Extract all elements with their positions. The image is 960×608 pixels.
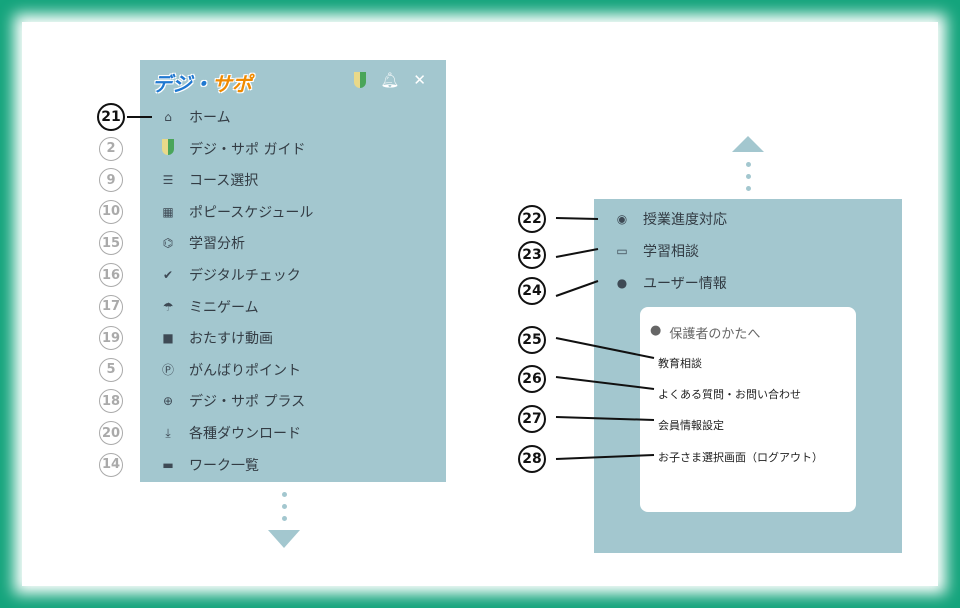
calendar-check-icon: ▦ [162, 204, 174, 219]
parent-card: ● 保護者のかたへ 教育相談よくある質問・お問い合わせ会員情報設定お子さま選択画面… [640, 307, 856, 512]
beginner-leaf-icon[interactable] [354, 72, 367, 88]
dot [746, 186, 751, 191]
annotation-number: 24 [518, 277, 546, 305]
list-icon: ☰ [162, 173, 174, 188]
menu-item-label: コース選択 [189, 173, 259, 190]
consult-icon: ▭ [616, 244, 628, 258]
menu-item-label: ミニゲーム [189, 299, 259, 316]
annotation-number: 21 [97, 103, 125, 131]
check-circle-icon: ✔ [162, 268, 174, 282]
annotation-line [555, 454, 655, 460]
annotation-number: 2 [99, 136, 123, 161]
annotation-line [555, 248, 599, 258]
dot [282, 516, 287, 521]
close-icon[interactable]: ✕ [413, 71, 426, 89]
menu-item-label: がんばりポイント [189, 362, 301, 379]
card-title: 保護者のかたへ [669, 327, 761, 342]
annotation-number: 9 [99, 168, 123, 193]
user-icon: ● [650, 323, 662, 338]
card-link[interactable]: 教育相談 [658, 357, 702, 370]
menu-item[interactable]: ⊕ デジ・サポ プラス [160, 391, 305, 411]
annotation-line [555, 376, 655, 390]
menu-item[interactable]: ▬ ワーク一覧 [160, 455, 259, 475]
annotation-number: 14 [99, 452, 123, 477]
progress-icon: ◉ [616, 212, 628, 226]
annotation-number: 22 [518, 205, 546, 233]
point-icon: Ⓟ [161, 363, 174, 378]
menu-item[interactable]: ⌂ ホーム [160, 107, 231, 127]
menu-item-label: おたすけ動画 [189, 331, 273, 348]
download-icon: ⤓ [165, 425, 171, 440]
annotation-line [555, 337, 655, 359]
annotation-line [555, 280, 599, 297]
annotation-number: 15 [99, 231, 123, 256]
arrow-up-icon [732, 136, 764, 152]
dot [282, 492, 287, 497]
beginner-leaf-icon [160, 139, 176, 158]
menu-item[interactable]: ✔ デジタルチェック [160, 265, 301, 285]
menu-item-label: 授業進度対応 [643, 212, 727, 228]
menu-item-label: ワーク一覧 [189, 457, 259, 474]
annotation-number: 26 [518, 365, 546, 393]
bell-icon[interactable]: 🔔︎ [380, 71, 400, 89]
menu-item[interactable]: デジ・サポ ガイド [160, 139, 305, 159]
side-menu: デジ・サポ 🔔︎ ✕ ⌂ ホームデジ・サポ ガイド ☰ コース選択 ▦ ポピースケジュール… [140, 60, 446, 482]
annotation-number: 17 [99, 294, 123, 319]
annotation-number: 18 [99, 389, 123, 414]
menu-item[interactable]: ◉ 授業進度対応 [614, 209, 727, 229]
menu-item-label: ユーザー情報 [643, 276, 727, 292]
video-icon: ■ [162, 331, 174, 346]
menu-item[interactable]: ⌬ 学習分析 [160, 233, 245, 253]
annotation-number: 5 [99, 357, 123, 382]
arrow-down-icon [268, 530, 300, 548]
menu-item-label: 学習相談 [643, 244, 699, 260]
annotation-line [555, 217, 599, 220]
menu-item-label: ポピースケジュール [189, 204, 314, 221]
menu-item[interactable]: ☰ コース選択 [160, 170, 259, 190]
annotation-number: 25 [518, 326, 546, 354]
plus-icon: ⊕ [162, 394, 174, 409]
annotation-number: 20 [99, 421, 123, 445]
menu-item[interactable]: ▦ ポピースケジュール [160, 202, 313, 222]
menu-item[interactable]: ■ おたすけ動画 [160, 328, 273, 348]
menu-item[interactable]: Ⓟ がんばりポイント [160, 360, 301, 380]
dot [746, 162, 751, 167]
menu-item[interactable]: ● ユーザー情報 [614, 273, 727, 293]
home-icon: ⌂ [164, 110, 172, 124]
dot [282, 504, 287, 509]
user-icon: ● [616, 276, 628, 290]
menu-item-label: デジ・サポ ガイド [189, 141, 306, 158]
annotation-line [555, 416, 655, 421]
dot [746, 174, 751, 179]
logo[interactable]: デジ・サポ [152, 72, 252, 96]
menu-item-label: デジタルチェック [189, 268, 301, 284]
menu-item[interactable]: ▭ 学習相談 [614, 241, 699, 261]
annotation-number: 23 [518, 241, 546, 269]
menu-item-label: 各種ダウンロード [189, 426, 301, 442]
book-icon: ▬ [162, 457, 174, 472]
card-link[interactable]: 会員情報設定 [658, 419, 724, 432]
annotation-number: 10 [99, 199, 123, 224]
side-menu-continued: ◉ 授業進度対応 ▭ 学習相談 ● ユーザー情報 ● 保護者のかたへ 教育相談よくある質問・… [594, 199, 902, 553]
annotation-number: 16 [99, 263, 123, 287]
menu-item[interactable]: ⤓ 各種ダウンロード [160, 423, 301, 443]
menu-item-label: デジ・サポ プラス [189, 394, 306, 411]
menu-item-label: ホーム [189, 110, 231, 126]
annotation-number: 27 [518, 405, 546, 433]
analysis-icon: ⌬ [162, 236, 174, 251]
annotation-number: 28 [518, 445, 546, 473]
card-link[interactable]: お子さま選択画面（ログアウト） [658, 451, 823, 464]
annotation-number: 19 [99, 326, 123, 351]
card-link[interactable]: よくある質問・お問い合わせ [658, 388, 801, 401]
menu-item-label: 学習分析 [189, 236, 245, 253]
game-icon: ☂ [162, 299, 174, 314]
menu-item[interactable]: ☂ ミニゲーム [160, 297, 259, 317]
